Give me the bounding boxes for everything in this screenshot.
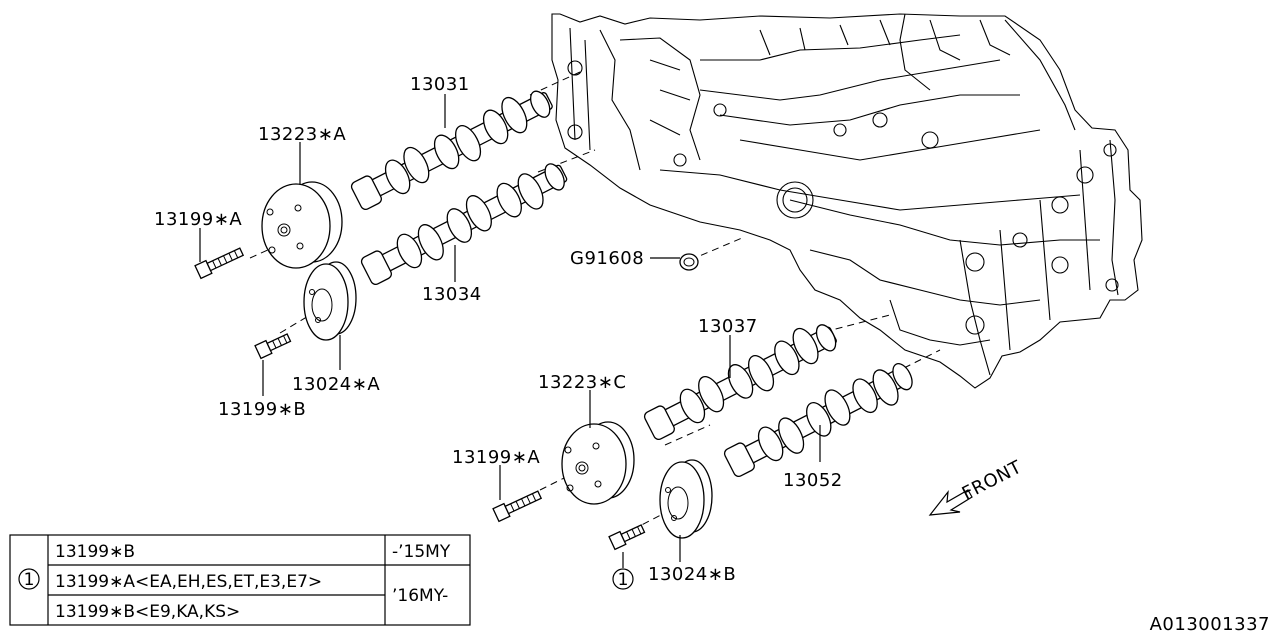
callout-13031: 13031 bbox=[410, 74, 470, 95]
table-marker: 1 bbox=[24, 570, 35, 590]
table-row-3-part: 13199∗B<E9,KA,KS> bbox=[55, 602, 240, 622]
bolt-13199-a-right[interactable] bbox=[492, 488, 543, 523]
callout-13034: 13034 bbox=[422, 284, 482, 305]
callout-13024-a: 13024∗A bbox=[292, 374, 380, 395]
bolt-13199-a-upper[interactable] bbox=[194, 245, 245, 280]
sprocket-13024-a[interactable] bbox=[303, 261, 357, 341]
camshaft-13034[interactable] bbox=[357, 154, 573, 292]
marker-1-text: 1 bbox=[618, 570, 629, 590]
camshaft-13052[interactable] bbox=[720, 354, 919, 483]
table-row-2-part: 13199∗A<EA,EH,ES,ET,E3,E7> bbox=[55, 572, 322, 592]
front-label: FRONT bbox=[959, 456, 1026, 504]
callout-13052: 13052 bbox=[783, 470, 843, 491]
table-row-2-applicability: ’16MY- bbox=[392, 586, 448, 606]
sprocket-13223-c[interactable] bbox=[561, 421, 635, 505]
camshaft-13031[interactable] bbox=[347, 81, 559, 216]
applicability-table: 1 13199∗B -’15MY 13199∗A<EA,EH,ES,ET,E3,… bbox=[9, 534, 471, 626]
callout-g91608: G91608 bbox=[570, 248, 644, 269]
front-arrow-icon: FRONT bbox=[928, 456, 1026, 516]
callout-13024-b: 13024∗B bbox=[648, 564, 736, 585]
callout-13037: 13037 bbox=[698, 316, 758, 337]
leader-lines bbox=[199, 94, 821, 568]
sprocket-13024-b[interactable] bbox=[659, 459, 713, 539]
table-row-1-part: 13199∗B bbox=[55, 542, 135, 562]
diagram-id: A013001337 bbox=[1150, 614, 1270, 635]
callout-13199-a-right: 13199∗A bbox=[452, 447, 540, 468]
sprocket-13223-a[interactable] bbox=[261, 181, 343, 269]
cylinder-head-illustration bbox=[551, 13, 1143, 389]
callout-13223-c: 13223∗C bbox=[538, 372, 626, 393]
callout-13199-a-upper: 13199∗A bbox=[154, 209, 242, 230]
callout-13223-a: 13223∗A bbox=[258, 124, 346, 145]
bolt-marker-1[interactable] bbox=[608, 522, 646, 551]
callout-13199-b: 13199∗B bbox=[218, 399, 306, 420]
camshaft-13037[interactable] bbox=[640, 315, 843, 446]
marker-circle-1: 1 bbox=[612, 568, 634, 590]
oring-g91608[interactable] bbox=[679, 253, 699, 271]
table-row-1-applicability: -’15MY bbox=[392, 542, 451, 562]
bolt-13199-b-lower[interactable] bbox=[254, 331, 292, 360]
